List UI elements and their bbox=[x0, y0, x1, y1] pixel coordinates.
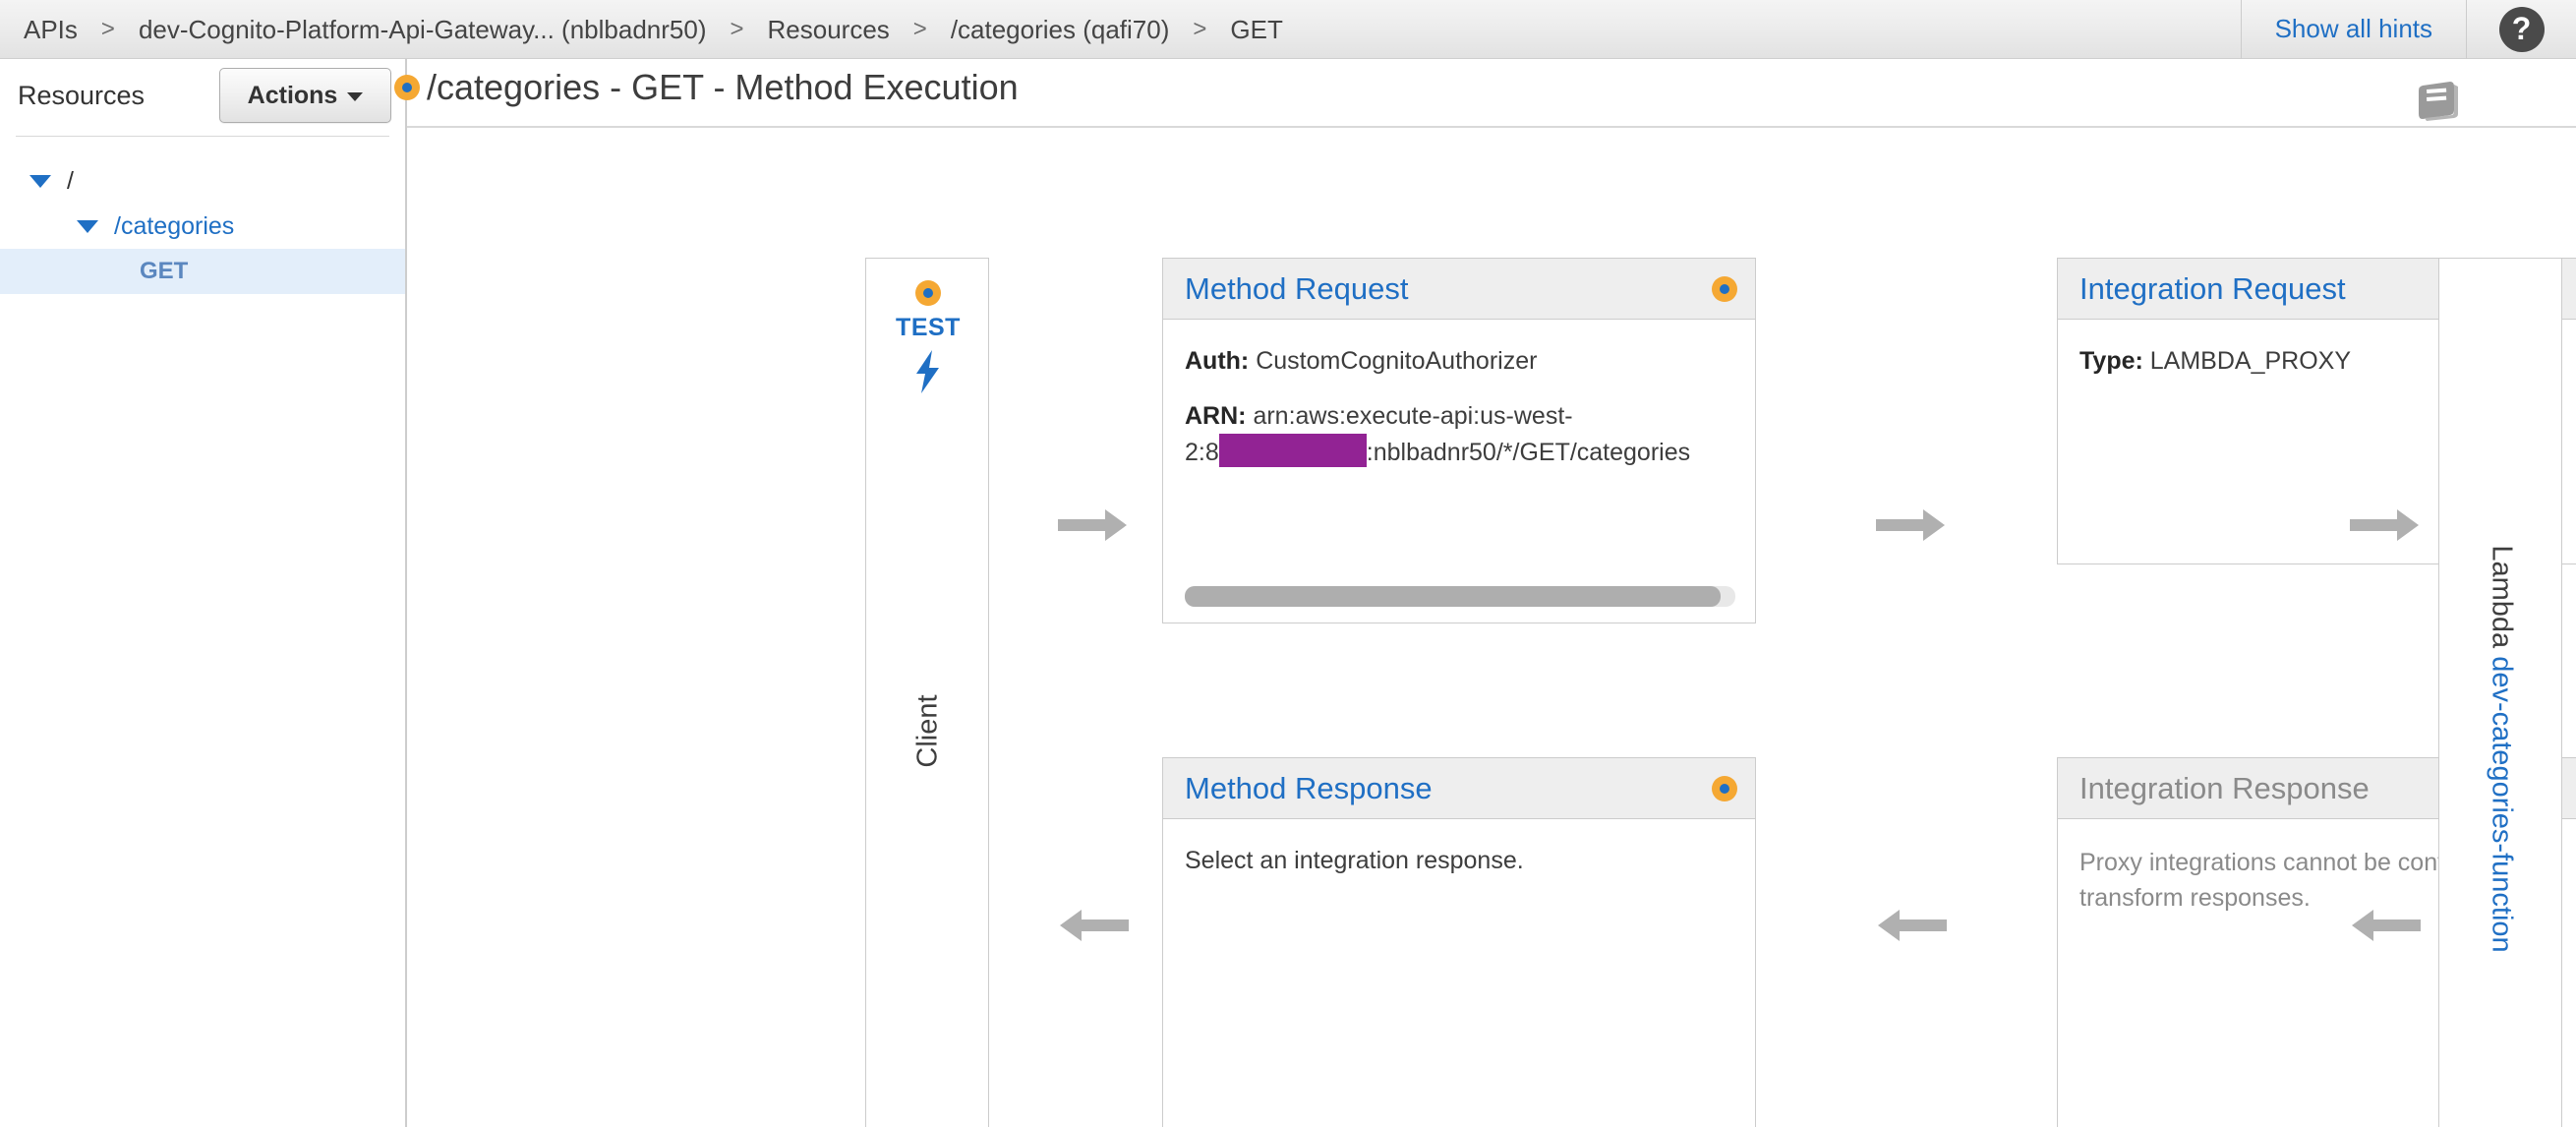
test-link[interactable]: TEST bbox=[896, 314, 961, 341]
integration-request-title-link[interactable]: Integration Request bbox=[2079, 270, 2346, 306]
lambda-label: Lambda dev-categories-function bbox=[2486, 545, 2518, 952]
sidebar-divider bbox=[16, 136, 389, 137]
arrow-integration-request-to-lambda bbox=[2350, 507, 2421, 548]
question-mark-circle-icon[interactable]: ? bbox=[2498, 6, 2545, 52]
arrow-client-to-method-request bbox=[1058, 507, 1129, 548]
breadcrumb-separator: > bbox=[912, 15, 927, 42]
arrow-lambda-to-integration-response bbox=[2350, 908, 2421, 948]
method-response-title-link[interactable]: Method Response bbox=[1185, 770, 1433, 805]
hint-dot-icon[interactable] bbox=[1712, 775, 1737, 801]
redaction-block bbox=[1218, 433, 1367, 467]
page-title-group: /categories - GET - Method Execution bbox=[394, 67, 1019, 108]
lambda-function-link[interactable]: dev-categories-function bbox=[2486, 655, 2518, 953]
scrollbar-thumb[interactable] bbox=[1185, 586, 1721, 607]
triangle-down-icon[interactable] bbox=[77, 219, 98, 233]
tree-item-categories[interactable]: /categories bbox=[0, 204, 405, 249]
method-execution-diagram: TEST Client Method Request bbox=[407, 136, 2576, 1127]
lambda-column: Lambda dev-categories-function bbox=[2438, 258, 2562, 1127]
breadcrumb-item-get[interactable]: GET bbox=[1230, 14, 1283, 44]
show-all-hints-link[interactable]: Show all hints bbox=[2274, 14, 2432, 43]
tree-item-label: /categories bbox=[114, 211, 235, 240]
actions-button[interactable]: Actions bbox=[219, 68, 391, 123]
method-request-title-link[interactable]: Method Request bbox=[1185, 270, 1409, 306]
arn-line-2-prefix: 2:8 bbox=[1185, 438, 1219, 466]
breadcrumb-item-apis[interactable]: APIs bbox=[24, 14, 78, 44]
lightning-bolt-icon[interactable] bbox=[866, 348, 990, 400]
client-column: TEST Client bbox=[865, 258, 989, 1127]
resource-tree: / /categories GET bbox=[0, 137, 405, 294]
help-cell[interactable]: ? bbox=[2466, 0, 2576, 59]
type-value: LAMBDA_PROXY bbox=[2149, 347, 2352, 375]
method-response-text: Select an integration response. bbox=[1185, 847, 1524, 874]
hint-dot-icon[interactable] bbox=[915, 280, 941, 306]
method-request-auth-row: Auth: CustomCognitoAuthorizer bbox=[1185, 345, 1733, 379]
caret-down-icon bbox=[347, 92, 364, 101]
arrow-method-request-to-integration-request bbox=[1876, 507, 1947, 548]
documentation-book-icon[interactable] bbox=[2415, 81, 2460, 127]
resources-sidebar: Resources Actions / /categories GET bbox=[0, 59, 407, 1127]
breadcrumb-separator: > bbox=[100, 15, 115, 42]
tree-item-root[interactable]: / bbox=[0, 158, 405, 204]
breadcrumb-separator: > bbox=[1193, 15, 1207, 42]
breadcrumb-item-categories[interactable]: /categories (qafi70) bbox=[950, 14, 1170, 44]
breadcrumb-item-api[interactable]: dev-Cognito-Platform-Api-Gateway... (nbl… bbox=[138, 14, 707, 44]
lambda-prefix: Lambda bbox=[2486, 544, 2518, 648]
sidebar-title: Resources bbox=[18, 80, 146, 110]
breadcrumb-separator: > bbox=[730, 15, 744, 42]
method-response-panel: Method Response Select an integration re… bbox=[1162, 757, 1756, 1127]
sidebar-header: Resources Actions bbox=[0, 59, 405, 132]
integration-response-title: Integration Response bbox=[2079, 770, 2370, 805]
hint-dot-icon[interactable] bbox=[1712, 275, 1737, 302]
main-content: /categories - GET - Method Execution TES… bbox=[394, 59, 2576, 1127]
method-request-body: Auth: CustomCognitoAuthorizer ARN: arn:a… bbox=[1163, 320, 1755, 623]
show-all-hints-cell[interactable]: Show all hints bbox=[2240, 0, 2466, 59]
tree-item-label: / bbox=[67, 166, 74, 195]
test-block: TEST bbox=[866, 280, 990, 400]
arn-line-2-suffix: :nblbadnr50/*/GET/categories bbox=[1366, 438, 1691, 466]
lambda-label-wrap: Lambda dev-categories-function bbox=[2439, 259, 2563, 1127]
arn-line-1: arn:aws:execute-api:us-west- bbox=[1253, 401, 1573, 430]
breadcrumb: APIs > dev-Cognito-Platform-Api-Gateway.… bbox=[0, 17, 2241, 42]
hint-dot-icon[interactable] bbox=[394, 75, 420, 100]
tree-item-label: GET bbox=[140, 258, 189, 284]
method-response-body: Select an integration response. bbox=[1163, 819, 1755, 1127]
tree-item-get[interactable]: GET bbox=[0, 249, 405, 294]
horizontal-scrollbar[interactable] bbox=[1185, 586, 1735, 607]
arrow-integration-response-to-method-response bbox=[1876, 908, 1947, 948]
arrow-method-response-to-client bbox=[1058, 908, 1129, 948]
top-breadcrumb-bar: APIs > dev-Cognito-Platform-Api-Gateway.… bbox=[0, 0, 2576, 59]
auth-key-label: Auth: bbox=[1185, 347, 1250, 375]
arn-key-label: ARN: bbox=[1185, 401, 1247, 430]
page-title: /categories - GET - Method Execution bbox=[427, 67, 1019, 107]
type-key-label: Type: bbox=[2079, 347, 2143, 375]
method-request-arn-row: ARN: arn:aws:execute-api:us-west- 2:8 :nb… bbox=[1185, 400, 1733, 470]
page-header: /categories - GET - Method Execution bbox=[394, 59, 2576, 128]
triangle-down-icon[interactable] bbox=[29, 174, 51, 188]
auth-value: CustomCognitoAuthorizer bbox=[1256, 347, 1538, 375]
arn-line-2: 2:8 :nblbadnr50/*/GET/categories bbox=[1185, 433, 1733, 470]
method-request-header: Method Request bbox=[1163, 259, 1755, 320]
method-request-panel: Method Request Auth: CustomCognitoAuthor… bbox=[1162, 258, 1756, 623]
breadcrumb-item-resources[interactable]: Resources bbox=[767, 14, 890, 44]
page-header-divider bbox=[407, 126, 2576, 128]
actions-button-label: Actions bbox=[247, 81, 338, 109]
method-response-header: Method Response bbox=[1163, 758, 1755, 819]
integration-request-body: Type: LAMBDA_PROXY bbox=[2058, 320, 2576, 564]
integration-request-type-row: Type: LAMBDA_PROXY bbox=[2079, 345, 2576, 379]
client-label: Client bbox=[911, 693, 944, 768]
client-label-wrap: Client bbox=[866, 357, 990, 1104]
topbar-right-group: Show all hints ? bbox=[2240, 0, 2576, 59]
